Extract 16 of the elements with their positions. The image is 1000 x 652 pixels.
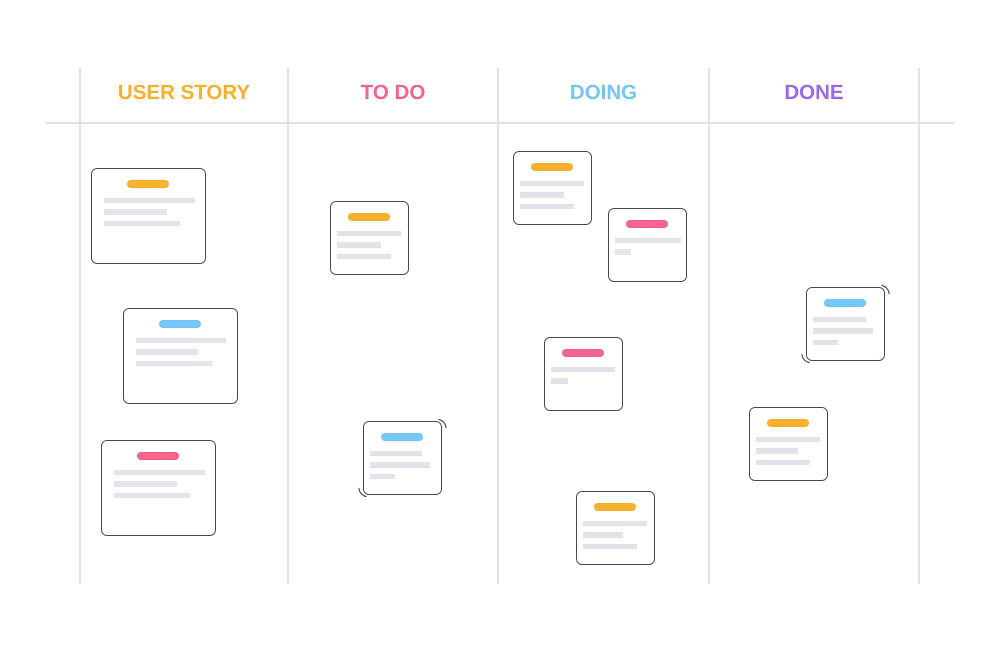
column-heading: USER STORY <box>118 81 250 105</box>
task-card <box>544 337 623 411</box>
task-card <box>330 201 409 275</box>
task-card <box>608 208 687 282</box>
task-card <box>123 308 238 404</box>
column-heading: TO DO <box>360 81 426 105</box>
column-heading: DONE <box>784 81 844 105</box>
task-card <box>806 287 885 361</box>
task-card <box>513 151 592 225</box>
task-card <box>576 491 655 565</box>
task-card <box>749 407 828 481</box>
board-column <box>708 68 920 584</box>
task-card <box>101 440 216 536</box>
task-card <box>91 168 206 264</box>
task-card <box>363 421 442 495</box>
column-heading: DOING <box>570 81 638 105</box>
